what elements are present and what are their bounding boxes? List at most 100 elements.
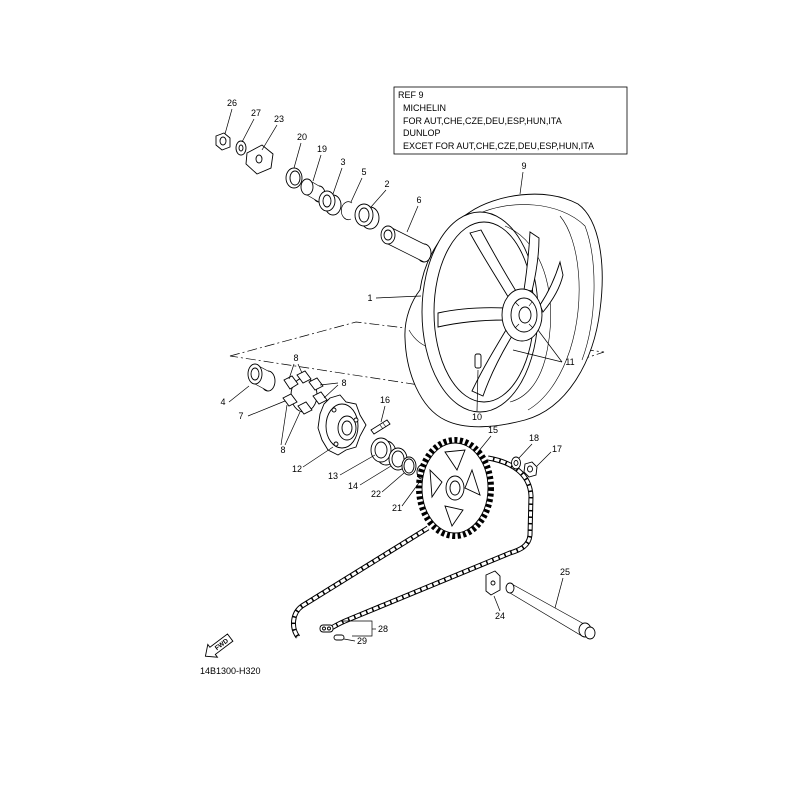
leader-line xyxy=(406,205,419,233)
leader-line xyxy=(284,411,301,446)
leader-line xyxy=(261,124,278,151)
ref-note-box xyxy=(393,86,628,155)
clutch-hub-bolt-hole xyxy=(333,441,339,447)
wheel-spacer-tube xyxy=(380,225,432,263)
leader-line xyxy=(380,405,386,423)
callout-5: 5 xyxy=(361,167,366,177)
leader-line xyxy=(280,404,288,446)
axle-edge xyxy=(509,592,583,637)
stud-bolt-shaft xyxy=(370,419,391,435)
wheel-axle xyxy=(505,582,596,640)
washer-hole xyxy=(238,144,244,152)
callout-26: 26 xyxy=(227,98,237,108)
collar-edge xyxy=(306,194,320,203)
clutch-hub xyxy=(317,394,367,456)
damper-rubber xyxy=(296,370,312,384)
fwd-arrow-shape xyxy=(204,633,234,658)
callout-8: 8 xyxy=(280,445,285,455)
leader-line xyxy=(350,177,363,203)
collar-left xyxy=(300,178,326,203)
callout-1: 1 xyxy=(367,293,372,303)
callout-14: 14 xyxy=(348,481,358,491)
wheel-hub-slot xyxy=(514,323,520,329)
damper-rubber xyxy=(297,401,313,415)
leader-line xyxy=(339,454,376,476)
washer xyxy=(235,140,247,156)
ring-inner xyxy=(403,458,415,474)
leader-line xyxy=(401,479,422,507)
axle-nut-hole xyxy=(219,136,227,146)
clutch-hub-bolt-hole xyxy=(353,417,359,423)
oil-seal-left xyxy=(285,167,303,189)
adjuster-plate-hole xyxy=(255,154,263,164)
ref-note-line: DUNLOP xyxy=(403,128,441,138)
ref-note-title: REF 9 xyxy=(398,90,424,100)
callout-8: 8 xyxy=(341,378,346,388)
clutch-hub-bore xyxy=(341,420,353,436)
nut-hole xyxy=(527,465,533,473)
leader-line xyxy=(224,108,233,135)
wheel-spoke xyxy=(539,260,564,313)
wheel-spoke xyxy=(437,307,507,328)
callout-4: 4 xyxy=(220,397,225,407)
leader-line xyxy=(554,577,564,609)
chain-joint-pin xyxy=(322,626,326,631)
callout-21: 21 xyxy=(392,503,402,513)
leader-line xyxy=(293,142,302,169)
leader-line xyxy=(519,171,524,195)
wheel-spoke xyxy=(523,231,540,292)
leader-line xyxy=(323,384,339,399)
leader-lines xyxy=(224,108,564,642)
callout-2: 2 xyxy=(384,179,389,189)
rear-wheel-assembly xyxy=(404,193,603,428)
axle-tip xyxy=(505,582,515,594)
sprocket-cutout xyxy=(464,468,481,496)
callout-22: 22 xyxy=(371,489,381,499)
sprocket-cutout xyxy=(444,449,466,471)
washer-hole xyxy=(513,460,519,466)
chain-strand-upper-links xyxy=(327,456,533,632)
bearing-bore xyxy=(358,207,370,223)
wheel-spoke xyxy=(471,329,513,397)
circlip-ring xyxy=(341,201,353,220)
leader-line xyxy=(381,472,405,493)
callout-6: 6 xyxy=(416,195,421,205)
bearing-edge xyxy=(254,383,269,392)
tire-tread-edge xyxy=(477,204,595,361)
spacer-body xyxy=(388,226,424,262)
spacer-edge xyxy=(387,225,425,245)
chain-joint xyxy=(319,624,345,641)
callout-24: 24 xyxy=(495,611,505,621)
callouts: 26 27 23 20 19 3 5 2 6 9 1 11 10 8 8 8 4… xyxy=(220,98,574,646)
leader-line xyxy=(332,167,343,195)
leader-line xyxy=(319,382,339,386)
callout-29: 29 xyxy=(357,636,367,646)
leader-line xyxy=(536,451,552,467)
bearing-left xyxy=(318,190,342,216)
callout-7: 7 xyxy=(238,411,243,421)
damper-rubber xyxy=(312,391,328,405)
sprocket-teeth xyxy=(416,437,494,539)
chain-joint-clip xyxy=(333,634,345,641)
leader-line xyxy=(359,465,392,486)
leader-line xyxy=(518,443,533,459)
chain-strand-lower-links xyxy=(292,526,429,638)
axle-head xyxy=(584,626,596,640)
adjuster-plate-left xyxy=(245,144,274,175)
collar-front xyxy=(300,178,314,196)
callout-18: 18 xyxy=(529,433,539,443)
fwd-arrow-icon: FWD xyxy=(204,633,234,658)
stud-bolt-thread xyxy=(379,424,384,430)
leader-line xyxy=(247,400,286,417)
bearing-right xyxy=(354,203,380,230)
bearing-hub xyxy=(370,437,397,466)
leader-line xyxy=(241,118,255,143)
callout-12: 12 xyxy=(292,464,302,474)
assembly-plane xyxy=(229,321,605,395)
chain-joint-pin xyxy=(327,626,331,631)
bearing-bore xyxy=(250,367,260,381)
wheel-hub-slot xyxy=(528,323,534,329)
leader-bracket xyxy=(340,620,373,637)
callout-15: 15 xyxy=(488,425,498,435)
